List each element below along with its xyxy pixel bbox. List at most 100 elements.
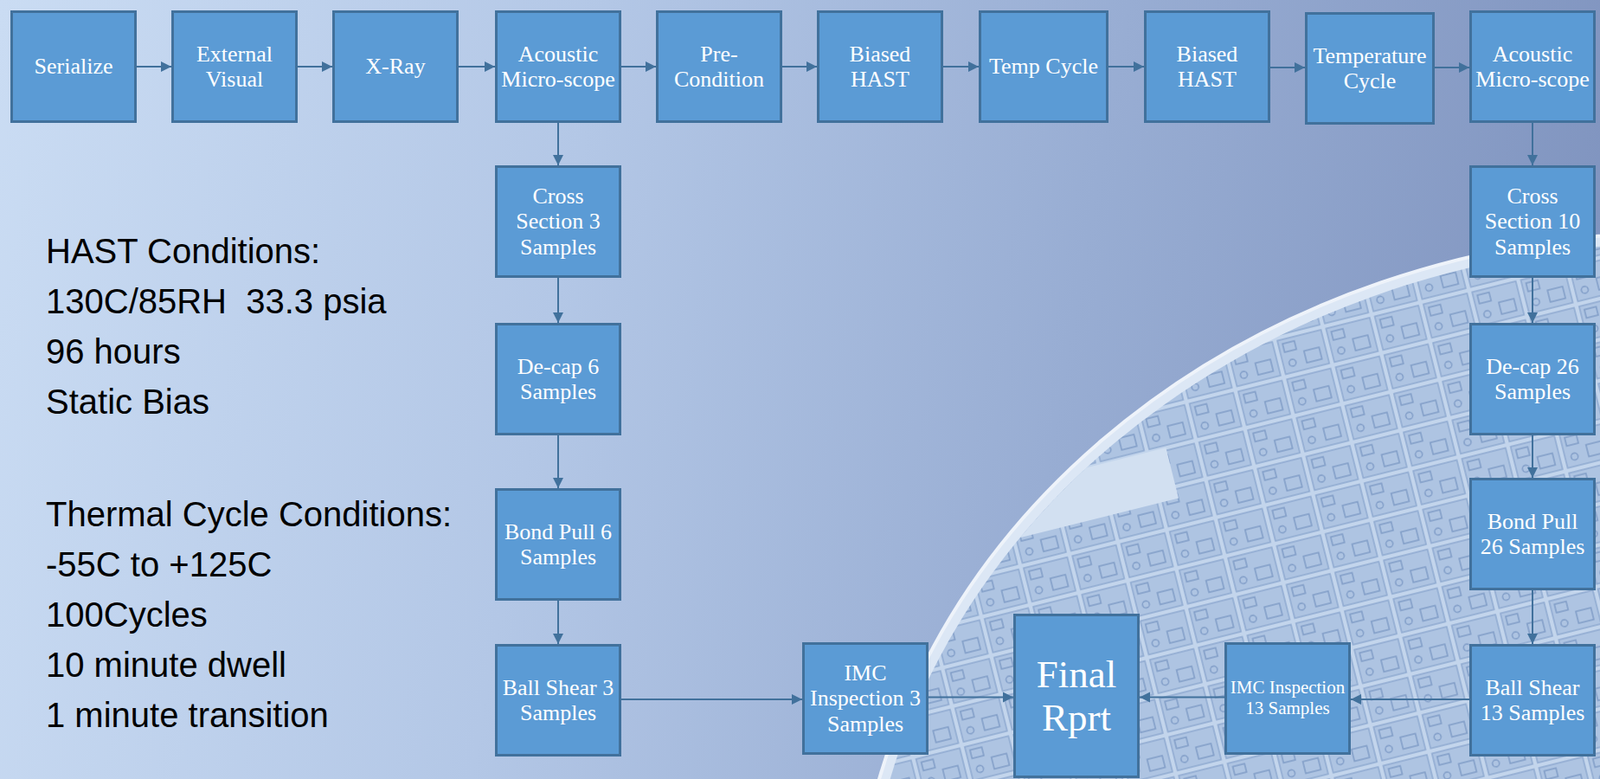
box-text-group: Biased HAST bbox=[1146, 41, 1268, 92]
flow-arrow bbox=[943, 61, 979, 72]
arrowhead bbox=[1527, 467, 1538, 478]
flow-arrow bbox=[1527, 122, 1538, 166]
box-label: Pre-Condition bbox=[658, 41, 780, 92]
flow-arrow bbox=[928, 692, 1014, 703]
arrowhead bbox=[321, 61, 333, 72]
wafer-grid bbox=[778, 216, 1600, 779]
flow-arrow bbox=[1108, 61, 1144, 72]
condition-note: HAST Conditions: bbox=[45, 233, 321, 269]
flow-arrow bbox=[1350, 693, 1470, 705]
box-text-group: X-Ray bbox=[362, 53, 428, 79]
arrowhead bbox=[806, 61, 817, 72]
arrowhead bbox=[552, 154, 564, 166]
box-label: Final Rprt bbox=[1015, 652, 1138, 740]
box-label: IMC Inspection 13 Samples bbox=[1227, 677, 1349, 719]
box-label: External Visual bbox=[173, 41, 296, 92]
flow-arrow bbox=[552, 435, 564, 489]
arrowhead bbox=[160, 61, 172, 72]
box-text-group: Ball Shear 3 Samples bbox=[497, 674, 619, 726]
flow-line bbox=[621, 698, 803, 701]
process-box: External Visual bbox=[171, 10, 298, 123]
arrowhead bbox=[1294, 62, 1305, 73]
box-label: Biased HAST bbox=[819, 41, 941, 92]
flow-arrow bbox=[552, 122, 564, 166]
box-label: De-cap 26 Samples bbox=[1471, 353, 1594, 405]
box-label: Serialize bbox=[32, 53, 116, 79]
process-box: Biased HAST bbox=[1143, 10, 1271, 123]
flow-arrow bbox=[621, 693, 803, 705]
process-box: Ball Shear 3 Samples bbox=[494, 643, 622, 757]
box-text-group: De-cap 6 Samples bbox=[497, 353, 619, 405]
box-label: Biased HAST bbox=[1146, 41, 1268, 92]
arrowhead bbox=[1527, 154, 1538, 166]
condition-note: Static Bias bbox=[45, 384, 210, 419]
arrowhead bbox=[552, 477, 564, 489]
process-box: IMC Inspection 13 Samples bbox=[1224, 642, 1351, 755]
flow-line bbox=[928, 696, 1014, 699]
box-text-group: External Visual bbox=[173, 41, 296, 92]
box-label: Temperature Cycle bbox=[1307, 43, 1433, 94]
report-box: Final Rprt bbox=[1013, 613, 1140, 778]
box-text-group: Cross Section 3 Samples bbox=[497, 183, 619, 259]
flow-arrow bbox=[782, 61, 817, 72]
box-text-group: Temp Cycle bbox=[986, 53, 1101, 79]
flow-arrow bbox=[458, 61, 495, 72]
flow-arrow bbox=[1527, 590, 1538, 644]
condition-note: -55C to +125C bbox=[45, 546, 272, 582]
box-text-group: Acoustic Micro-scope bbox=[497, 41, 619, 92]
box-text-group: Ball Shear 13 Samples bbox=[1471, 674, 1594, 726]
box-text-group: Serialize bbox=[32, 53, 116, 79]
arrowhead bbox=[1002, 692, 1014, 703]
arrowhead bbox=[1527, 312, 1538, 323]
box-text-group: Acoustic Micro-scope bbox=[1471, 41, 1594, 92]
flow-arrow bbox=[1434, 62, 1470, 73]
flow-arrow bbox=[136, 61, 172, 72]
arrowhead bbox=[1133, 61, 1144, 72]
process-box: X-Ray bbox=[332, 10, 459, 123]
box-text-group: Bond Pull 26 Samples bbox=[1471, 508, 1594, 560]
flow-arrow bbox=[552, 600, 564, 644]
arrowhead bbox=[484, 61, 495, 72]
box-text-group: De-cap 26 Samples bbox=[1471, 353, 1594, 405]
process-box: Pre-Condition bbox=[655, 10, 783, 123]
process-box: Ball Shear 13 Samples bbox=[1469, 643, 1596, 757]
process-box: Biased HAST bbox=[816, 10, 944, 123]
flow-arrow bbox=[621, 61, 656, 72]
process-box: Cross Section 3 Samples bbox=[494, 165, 622, 278]
flow-arrow bbox=[1527, 277, 1538, 323]
box-label: X-Ray bbox=[362, 53, 428, 79]
arrowhead bbox=[968, 61, 979, 72]
arrowhead bbox=[645, 61, 656, 72]
box-label: Acoustic Micro-scope bbox=[497, 41, 619, 92]
process-box: IMC Inspection 3 Samples bbox=[802, 642, 929, 755]
box-label: Ball Shear 13 Samples bbox=[1471, 674, 1594, 726]
arrowhead bbox=[1139, 692, 1151, 703]
box-text-group: Final Rprt bbox=[1015, 652, 1138, 740]
process-box: Temp Cycle bbox=[978, 10, 1109, 123]
process-box: Serialize bbox=[10, 10, 137, 123]
box-text-group: IMC Inspection 3 Samples bbox=[804, 660, 926, 736]
arrowhead bbox=[1527, 633, 1538, 644]
box-text-group: Pre-Condition bbox=[658, 41, 780, 92]
flow-arrow bbox=[297, 61, 333, 72]
process-box: Cross Section 10 Samples bbox=[1469, 165, 1596, 278]
box-label: Acoustic Micro-scope bbox=[1471, 41, 1594, 92]
process-box: De-cap 6 Samples bbox=[494, 322, 622, 436]
process-box: Bond Pull 6 Samples bbox=[494, 488, 622, 601]
box-label: Bond Pull 26 Samples bbox=[1471, 508, 1594, 560]
flow-arrow bbox=[552, 277, 564, 323]
flow-line bbox=[1139, 696, 1225, 699]
arrowhead bbox=[791, 693, 803, 705]
box-label: Cross Section 3 Samples bbox=[497, 183, 619, 259]
box-label: De-cap 6 Samples bbox=[497, 353, 619, 405]
condition-note: 1 minute transition bbox=[45, 697, 329, 733]
flow-arrow bbox=[1270, 62, 1305, 73]
process-box: Temperature Cycle bbox=[1304, 12, 1435, 125]
process-box: Acoustic Micro-scope bbox=[1469, 10, 1596, 123]
arrowhead bbox=[1350, 693, 1362, 705]
box-text-group: Biased HAST bbox=[819, 41, 941, 92]
process-box: Acoustic Micro-scope bbox=[494, 10, 622, 123]
wafer-blank-band bbox=[863, 447, 1179, 573]
flow-arrow bbox=[1527, 435, 1538, 478]
process-box: Bond Pull 26 Samples bbox=[1469, 477, 1596, 591]
